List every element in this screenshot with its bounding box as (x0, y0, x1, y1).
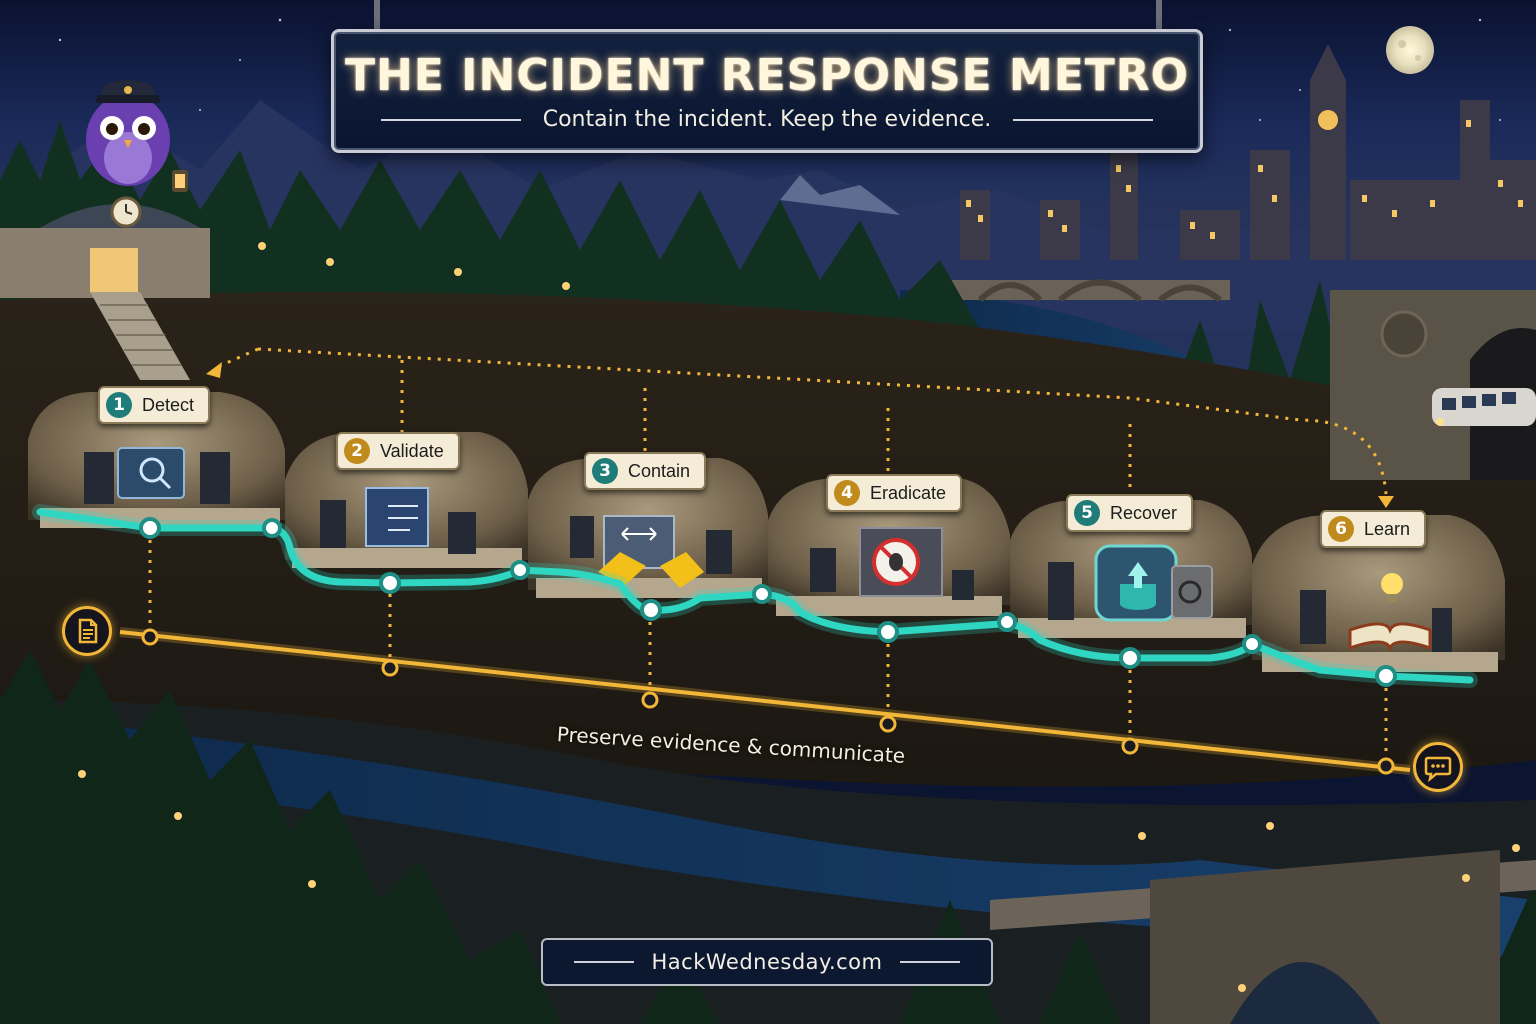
divider (900, 961, 961, 963)
divider (1013, 118, 1154, 121)
feedback-loop-dotted-line (257, 347, 1388, 495)
metro-stop-contain (640, 599, 662, 621)
station-label-validate[interactable]: 2 Validate (336, 432, 460, 470)
station-number-badge: 4 (834, 480, 860, 506)
station-label-learn[interactable]: 6 Learn (1320, 510, 1427, 548)
station-number-badge: 5 (1074, 500, 1100, 526)
metro-junction (262, 518, 282, 538)
metro-stop-detect (139, 517, 161, 539)
divider (380, 118, 521, 121)
metro-stop-recover (1119, 647, 1141, 669)
subtitle-row: Contain the incident. Keep the evidence. (334, 107, 1200, 132)
footer-sign: HackWednesday.com (541, 938, 993, 986)
feedback-arrowhead-icon (206, 362, 222, 378)
sign-hanger (1156, 0, 1162, 30)
site-link[interactable]: HackWednesday.com (651, 950, 883, 974)
metro-junction (752, 584, 772, 604)
divider (573, 961, 634, 963)
metro-stop-validate (379, 572, 401, 594)
station-name: Eradicate (870, 482, 947, 503)
station-name: Recover (1110, 502, 1178, 523)
station-name: Detect (142, 394, 195, 415)
metro-stop-learn (1375, 665, 1397, 687)
station-label-contain[interactable]: 3 Contain (584, 452, 707, 490)
page-title: THE INCIDENT RESPONSE METRO (344, 50, 1190, 101)
title-sign: THE INCIDENT RESPONSE METRO Contain the … (331, 29, 1203, 153)
station-label-eradicate[interactable]: 4 Eradicate (826, 474, 963, 512)
metro-junction (510, 560, 530, 580)
metro-junction (1242, 634, 1262, 654)
metro-stops (139, 517, 1397, 687)
metro-stop-eradicate (877, 621, 899, 643)
station-number-badge: 3 (592, 458, 618, 484)
station-number-badge: 1 (106, 392, 132, 418)
station-name: Learn (1364, 518, 1411, 539)
evidence-stops (141, 628, 1395, 775)
station-label-recover[interactable]: 5 Recover (1066, 494, 1194, 532)
metro-junction (997, 612, 1017, 632)
evidence-line (119, 630, 1411, 772)
page-subtitle: Contain the incident. Keep the evidence. (542, 107, 992, 132)
station-name: Contain (628, 460, 691, 481)
station-label-detect[interactable]: 1 Detect (98, 386, 211, 424)
chat-bubble-icon (1413, 742, 1463, 792)
station-number-badge: 6 (1328, 516, 1354, 542)
sign-hanger (374, 0, 380, 30)
document-icon (62, 606, 112, 656)
station-number-badge: 2 (344, 438, 370, 464)
station-name: Validate (380, 440, 444, 461)
evidence-connectors (148, 540, 1388, 760)
